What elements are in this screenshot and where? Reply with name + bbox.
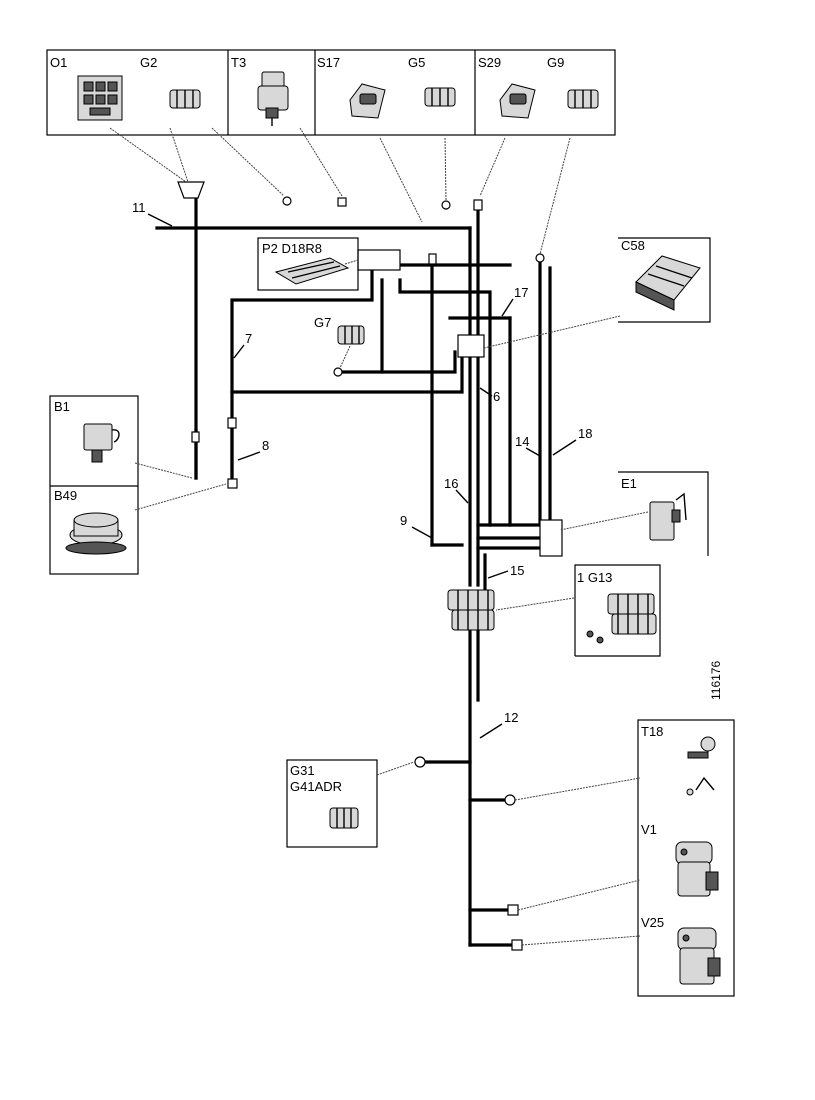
p2-leader xyxy=(344,259,359,265)
label-e1: E1 xyxy=(621,476,637,491)
e1-box xyxy=(618,471,709,556)
g9-connector-component xyxy=(567,89,599,109)
wire-label-9: 9 xyxy=(400,513,407,528)
label-g41: G41ADR xyxy=(290,779,342,794)
g13-connector-component xyxy=(586,593,657,644)
v1-valve-component xyxy=(675,841,719,897)
o1-control-panel-component xyxy=(77,75,123,121)
label-p2: P2 D18R8 xyxy=(262,241,322,256)
drawing-number: 116176 xyxy=(709,661,723,700)
p2-relay-board-component xyxy=(274,257,350,285)
label-b49: B49 xyxy=(54,488,77,503)
wire-label-8: 8 xyxy=(262,438,269,453)
wire-label-16: 16 xyxy=(444,476,458,491)
t18-sensor-component xyxy=(686,736,716,796)
label-g9: G9 xyxy=(547,55,564,70)
b49-leader xyxy=(134,483,227,511)
label-g2: G2 xyxy=(140,55,157,70)
top-component-panel xyxy=(46,49,616,136)
g2-connector-component xyxy=(169,89,201,109)
top-panel-leaders xyxy=(109,127,571,255)
wire-label-15: 15 xyxy=(510,563,524,578)
g31-box xyxy=(286,759,378,848)
label-v25: V25 xyxy=(641,915,664,930)
s29-switch-component xyxy=(499,83,536,119)
label-v1: V1 xyxy=(641,822,657,837)
b1-b49-box xyxy=(49,395,139,575)
wire-label-11: 11 xyxy=(132,200,146,215)
e1-leader xyxy=(559,511,649,531)
label-g31: G31 xyxy=(290,763,315,778)
label-s29: S29 xyxy=(478,55,501,70)
b1-leader xyxy=(134,462,193,479)
g7-connector-component xyxy=(337,325,365,345)
p2-box xyxy=(257,237,359,291)
wire-label-6: 6 xyxy=(493,389,500,404)
g13-box xyxy=(574,564,661,657)
label-g7: G7 xyxy=(314,315,331,330)
label-b1: B1 xyxy=(54,399,70,414)
b1-sensor-component xyxy=(83,423,120,463)
wire-label-7: 7 xyxy=(245,331,252,346)
label-o1: O1 xyxy=(50,55,67,70)
c58-leader xyxy=(483,315,621,349)
wire-number-leaders xyxy=(147,213,577,739)
harness-connectors xyxy=(177,181,545,951)
main-harness xyxy=(155,196,552,947)
s17-switch-component xyxy=(349,83,386,119)
g13-leader xyxy=(495,597,575,611)
g31-leader xyxy=(376,761,415,776)
g5-connector-component xyxy=(424,87,456,107)
label-c58: C58 xyxy=(621,238,645,253)
wire-label-12: 12 xyxy=(504,710,518,725)
e1-junction-box xyxy=(539,519,563,557)
t3-sensor-component xyxy=(257,71,289,126)
label-t18: T18 xyxy=(641,724,663,739)
g7-leader xyxy=(339,345,351,369)
central-junction-box xyxy=(457,334,485,358)
wire-label-18: 18 xyxy=(578,426,592,441)
c58-control-unit-component xyxy=(635,255,701,311)
g13-harness-connector xyxy=(447,589,495,631)
v25-valve-component xyxy=(677,927,721,985)
b49-sensor-component xyxy=(65,512,127,555)
bottom-right-leaders xyxy=(514,777,641,946)
wire-label-17: 17 xyxy=(514,285,528,300)
t18-v1-v25-box xyxy=(637,719,735,997)
label-s17: S17 xyxy=(317,55,340,70)
p2-junction-box xyxy=(357,249,401,271)
label-t3: T3 xyxy=(231,55,246,70)
wire-label-14: 14 xyxy=(515,434,529,449)
e1-control-unit-component xyxy=(649,492,687,541)
g31-connector-component xyxy=(329,807,359,829)
label-g13: 1 G13 xyxy=(577,570,612,585)
c58-box xyxy=(618,237,711,323)
label-g5: G5 xyxy=(408,55,425,70)
